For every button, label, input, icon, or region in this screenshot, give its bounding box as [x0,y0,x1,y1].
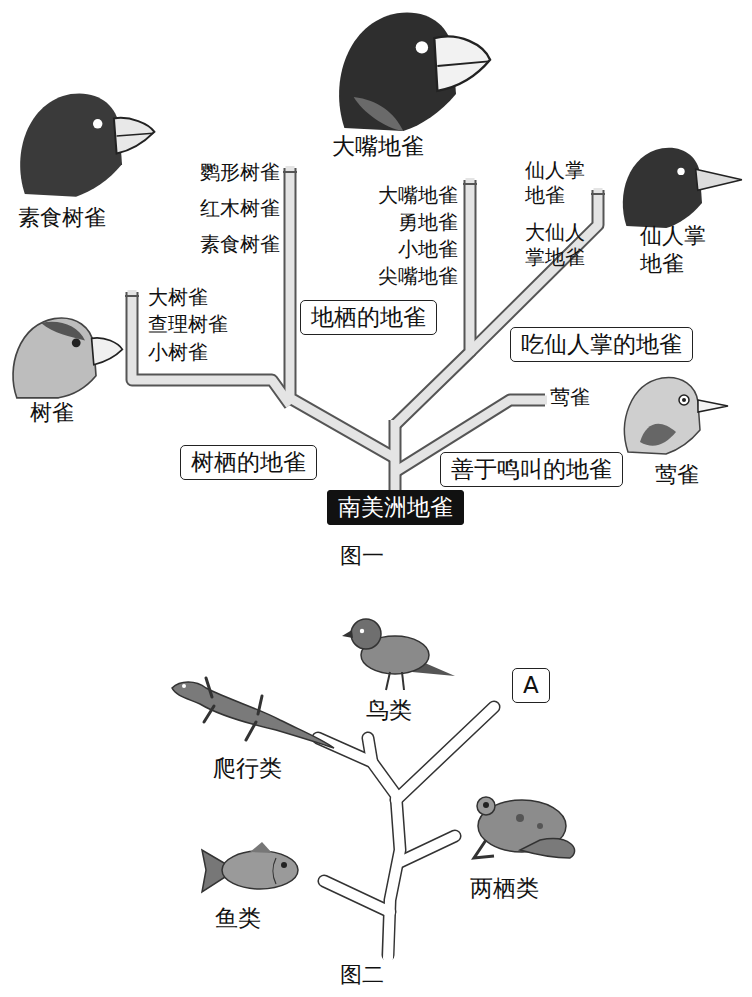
group-box: 树栖的地雀 [180,445,317,480]
lizard-figure [172,678,334,748]
finch-head [20,93,154,196]
species-label: 尖嘴地雀 [378,264,458,288]
species-label: 仙人掌地雀 [525,158,586,208]
group-box: 吃仙人掌的地雀 [510,327,693,362]
species-label: 鱼类 [215,905,261,933]
species-label: 莺雀 [655,462,699,488]
box-label: 地栖的地雀 [311,303,426,332]
species-label: 鹦形树雀 [200,160,280,184]
species-label: 红木树雀 [200,196,280,220]
frog-figure [474,797,575,858]
species-label: 树雀 [30,400,74,426]
bird-figure [342,619,455,690]
species-label: 大树雀 [148,285,208,309]
finch-head [623,148,742,228]
species-label: 小地雀 [398,237,458,261]
species-label: 大嘴地雀 [332,133,424,161]
species-label: 素食树雀 [18,205,106,231]
species-label: 小树雀 [148,340,208,364]
species-label: 大仙人掌地雀 [525,220,586,270]
group-box: A [512,668,550,703]
finch-head [625,378,728,454]
species-label: 仙人掌地雀 [640,222,707,277]
species-label: 两栖类 [470,875,539,903]
box-label: A [523,671,539,700]
species-label: 勇地雀 [398,210,458,234]
species-label: 鸟类 [366,697,412,725]
species-label: 查理树雀 [148,312,228,336]
species-label: 莺雀 [550,385,590,409]
group-box: 地栖的地雀 [300,300,437,335]
root-box: 南美洲地雀 [327,490,464,525]
box-label: 吃仙人掌的地雀 [521,330,682,359]
species-label: 素食树雀 [200,232,280,256]
finch-head [13,318,122,398]
box-label: 善于鸣叫的地雀 [451,455,612,484]
figure-caption: 图一 [340,543,384,569]
tree-outline [318,707,494,955]
fish-figure [202,842,298,892]
group-box: 善于鸣叫的地雀 [440,452,623,487]
tree-fill [318,707,494,958]
finch-head [339,13,490,132]
species-label: 大嘴地雀 [378,183,458,207]
box-label: 树栖的地雀 [191,448,306,477]
figure-caption: 图二 [340,962,384,988]
box-label: 南美洲地雀 [338,493,453,522]
species-label: 爬行类 [213,755,282,783]
